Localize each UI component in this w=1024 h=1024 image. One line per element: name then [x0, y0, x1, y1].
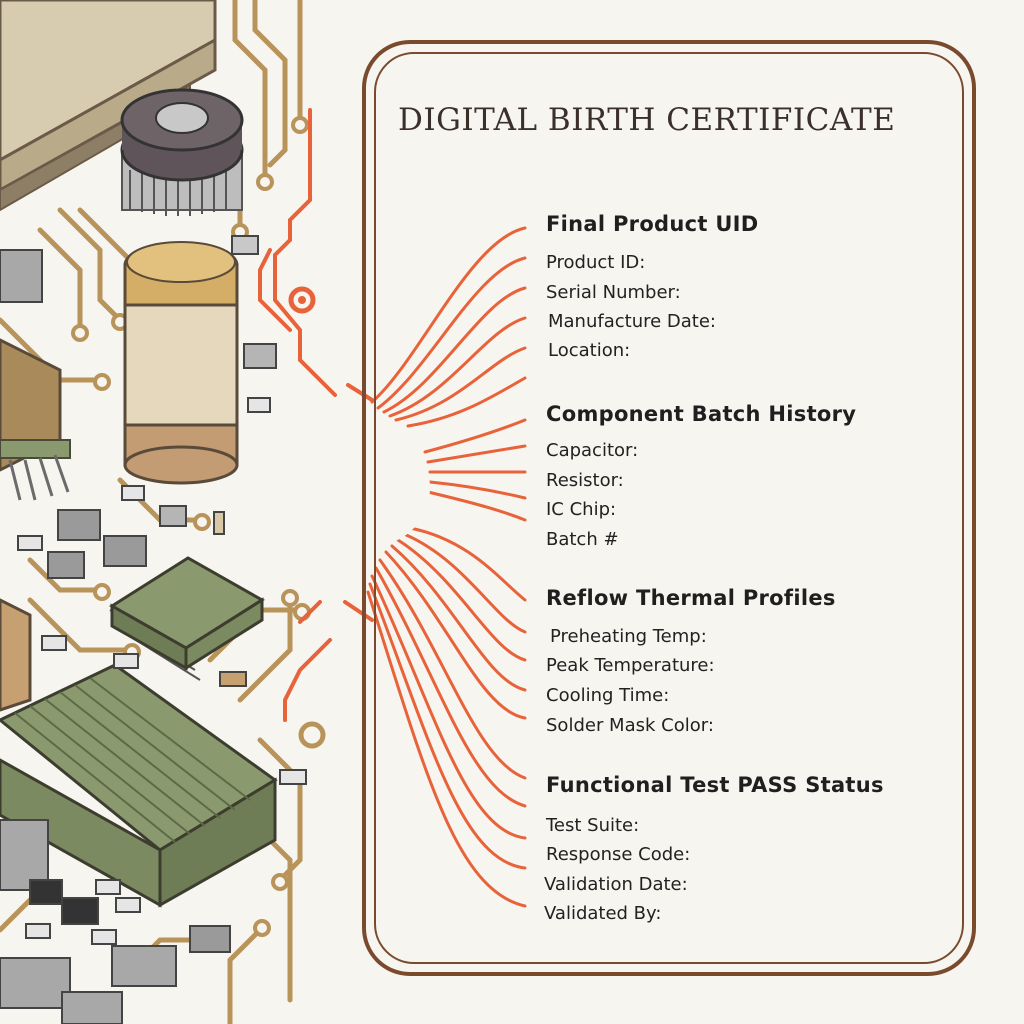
section-heading-functional-test-pass-status: Functional Test PASS Status	[546, 773, 884, 797]
capacitor-cylinder	[123, 241, 239, 485]
field-preheating-temp: Preheating Temp:	[550, 626, 707, 647]
field-resistor: Resistor:	[546, 470, 624, 491]
section-heading-component-batch-history: Component Batch History	[546, 402, 857, 426]
fanout-traces	[366, 226, 527, 908]
orange-traces-left	[258, 108, 374, 722]
small-components	[0, 235, 307, 1024]
field-serial-number: Serial Number:	[546, 282, 681, 303]
field-cooling-time: Cooling Time:	[546, 685, 670, 706]
hub-circle	[314, 430, 430, 546]
left-edge-modules	[0, 338, 71, 712]
round-connector	[120, 88, 244, 216]
ic-chip-green	[109, 556, 265, 681]
trace-pad-large	[298, 721, 326, 749]
section-heading-reflow-thermal-profiles: Reflow Thermal Profiles	[546, 586, 836, 610]
field-product-id: Product ID:	[546, 252, 646, 273]
field-response-code: Response Code:	[546, 844, 691, 865]
field-ic-chip: IC Chip:	[546, 499, 617, 520]
field-batch-number: Batch #	[546, 529, 619, 550]
field-validated-by: Validated By:	[544, 903, 662, 924]
heatsink	[0, 663, 278, 908]
field-manufacture-date: Manufacture Date:	[548, 311, 716, 332]
field-peak-temperature: Peak Temperature:	[546, 655, 715, 676]
field-validation-date: Validation Date:	[544, 874, 688, 895]
field-solder-mask-color: Solder Mask Color:	[546, 715, 714, 736]
field-location: Location:	[548, 340, 631, 361]
orange-pad-inner	[298, 296, 306, 304]
field-capacitor: Capacitor:	[546, 440, 639, 461]
field-test-suite: Test Suite:	[546, 815, 640, 836]
section-heading-final-product-uid: Final Product UID	[546, 212, 759, 236]
certificate-title: DIGITAL BIRTH CERTIFICATE	[398, 102, 896, 138]
certificate-frame	[362, 40, 976, 976]
